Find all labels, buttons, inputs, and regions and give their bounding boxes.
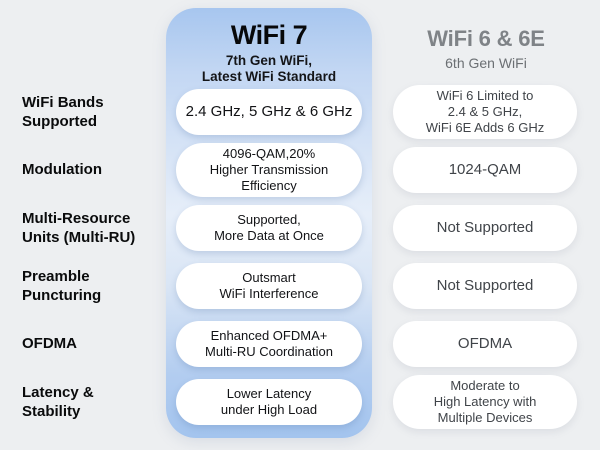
wifi7-cell: 4096-QAM,20% Higher Transmission Efficie… [166,141,372,199]
wifi7-bands-value: 2.4 GHz, 5 GHz & 6 GHz [185,102,353,120]
row-label-multi-ru: Multi-Resource Units (Multi-RU) [22,209,136,246]
row-label-preamble-puncturing: Preamble Puncturing [22,267,102,304]
wifi7-values-column: 2.4 GHz, 5 GHz & 6 GHz 4096-QAM,20% High… [166,83,372,431]
wifi6-bands-value: WiFi 6 Limited to 2.4 & 5 GHz, WiFi 6E A… [425,87,545,136]
row-label-cell: OFDMA [0,315,166,373]
row-labels-column: WiFi Bands Supported Modulation Multi-Re… [0,83,166,431]
wifi7-title: WiFi 7 [230,20,308,50]
wifi7-ofdma-value: Enhanced OFDMA+ Multi-RU Coordination [205,327,333,359]
row-label-cell: Multi-Resource Units (Multi-RU) [0,199,166,257]
wifi6-bands-pill: WiFi 6 Limited to 2.4 & 5 GHz, WiFi 6E A… [393,84,577,140]
wifi6-cell: WiFi 6 Limited to 2.4 & 5 GHz, WiFi 6E A… [372,83,600,141]
wifi6-values-column: WiFi 6 Limited to 2.4 & 5 GHz, WiFi 6E A… [372,83,600,431]
wifi6-latency-pill: Moderate to High Latency with Multiple D… [393,374,577,430]
row-label-cell: WiFi Bands Supported [0,83,166,141]
wifi6-cell: 1024-QAM [372,141,600,199]
wifi7-ofdma-pill: Enhanced OFDMA+ Multi-RU Coordination [176,321,362,367]
wifi6-preamble-value: Not Supported [436,276,534,294]
wifi7-cell: Supported, More Data at Once [166,199,372,257]
row-label-cell: Modulation [0,141,166,199]
wifi7-latency-value: Lower Latency under High Load [220,385,318,417]
row-label-wifi-bands: WiFi Bands Supported [22,93,104,130]
wifi7-multi-ru-value: Supported, More Data at Once [214,211,324,243]
wifi7-header: WiFi 7 7th Gen WiFi, Latest WiFi Standar… [166,8,372,86]
wifi7-cell: Enhanced OFDMA+ Multi-RU Coordination [166,315,372,373]
wifi6-ofdma-pill: OFDMA [393,321,577,367]
wifi7-multi-ru-pill: Supported, More Data at Once [176,205,362,251]
row-label-modulation: Modulation [22,161,102,179]
wifi6-multi-ru-value: Not Supported [436,218,534,236]
wifi6-modulation-value: 1024-QAM [448,160,522,178]
row-label-cell: Preamble Puncturing [0,257,166,315]
wifi6-cell: OFDMA [372,315,600,373]
wifi6-cell: Not Supported [372,199,600,257]
wifi6-ofdma-value: OFDMA [457,334,513,352]
wifi7-cell: Outsmart WiFi Interference [166,257,372,315]
wifi7-preamble-value: Outsmart WiFi Interference [219,269,319,301]
wifi7-bands-pill: 2.4 GHz, 5 GHz & 6 GHz [176,89,362,135]
row-label-ofdma: OFDMA [22,335,77,353]
wifi7-cell: Lower Latency under High Load [166,373,372,431]
wifi7-cell: 2.4 GHz, 5 GHz & 6 GHz [166,83,372,141]
wifi7-modulation-pill: 4096-QAM,20% Higher Transmission Efficie… [176,142,362,198]
wifi7-preamble-pill: Outsmart WiFi Interference [176,263,362,309]
wifi6-preamble-pill: Not Supported [393,263,577,309]
wifi7-modulation-value: 4096-QAM,20% Higher Transmission Efficie… [209,145,329,194]
wifi6-latency-value: Moderate to High Latency with Multiple D… [433,377,537,426]
wifi6-modulation-pill: 1024-QAM [393,147,577,193]
row-label-latency-stability: Latency & Stability [22,383,94,420]
wifi6-header: WiFi 6 & 6E 6th Gen WiFi [372,26,600,71]
wifi7-latency-pill: Lower Latency under High Load [176,379,362,425]
wifi6-title: WiFi 6 & 6E [427,26,545,51]
wifi6-cell: Not Supported [372,257,600,315]
wifi6-multi-ru-pill: Not Supported [393,205,577,251]
wifi6-subtitle: 6th Gen WiFi [445,55,527,72]
wifi6-cell: Moderate to High Latency with Multiple D… [372,373,600,431]
wifi7-subtitle: 7th Gen WiFi, Latest WiFi Standard [201,52,337,85]
row-label-cell: Latency & Stability [0,373,166,431]
